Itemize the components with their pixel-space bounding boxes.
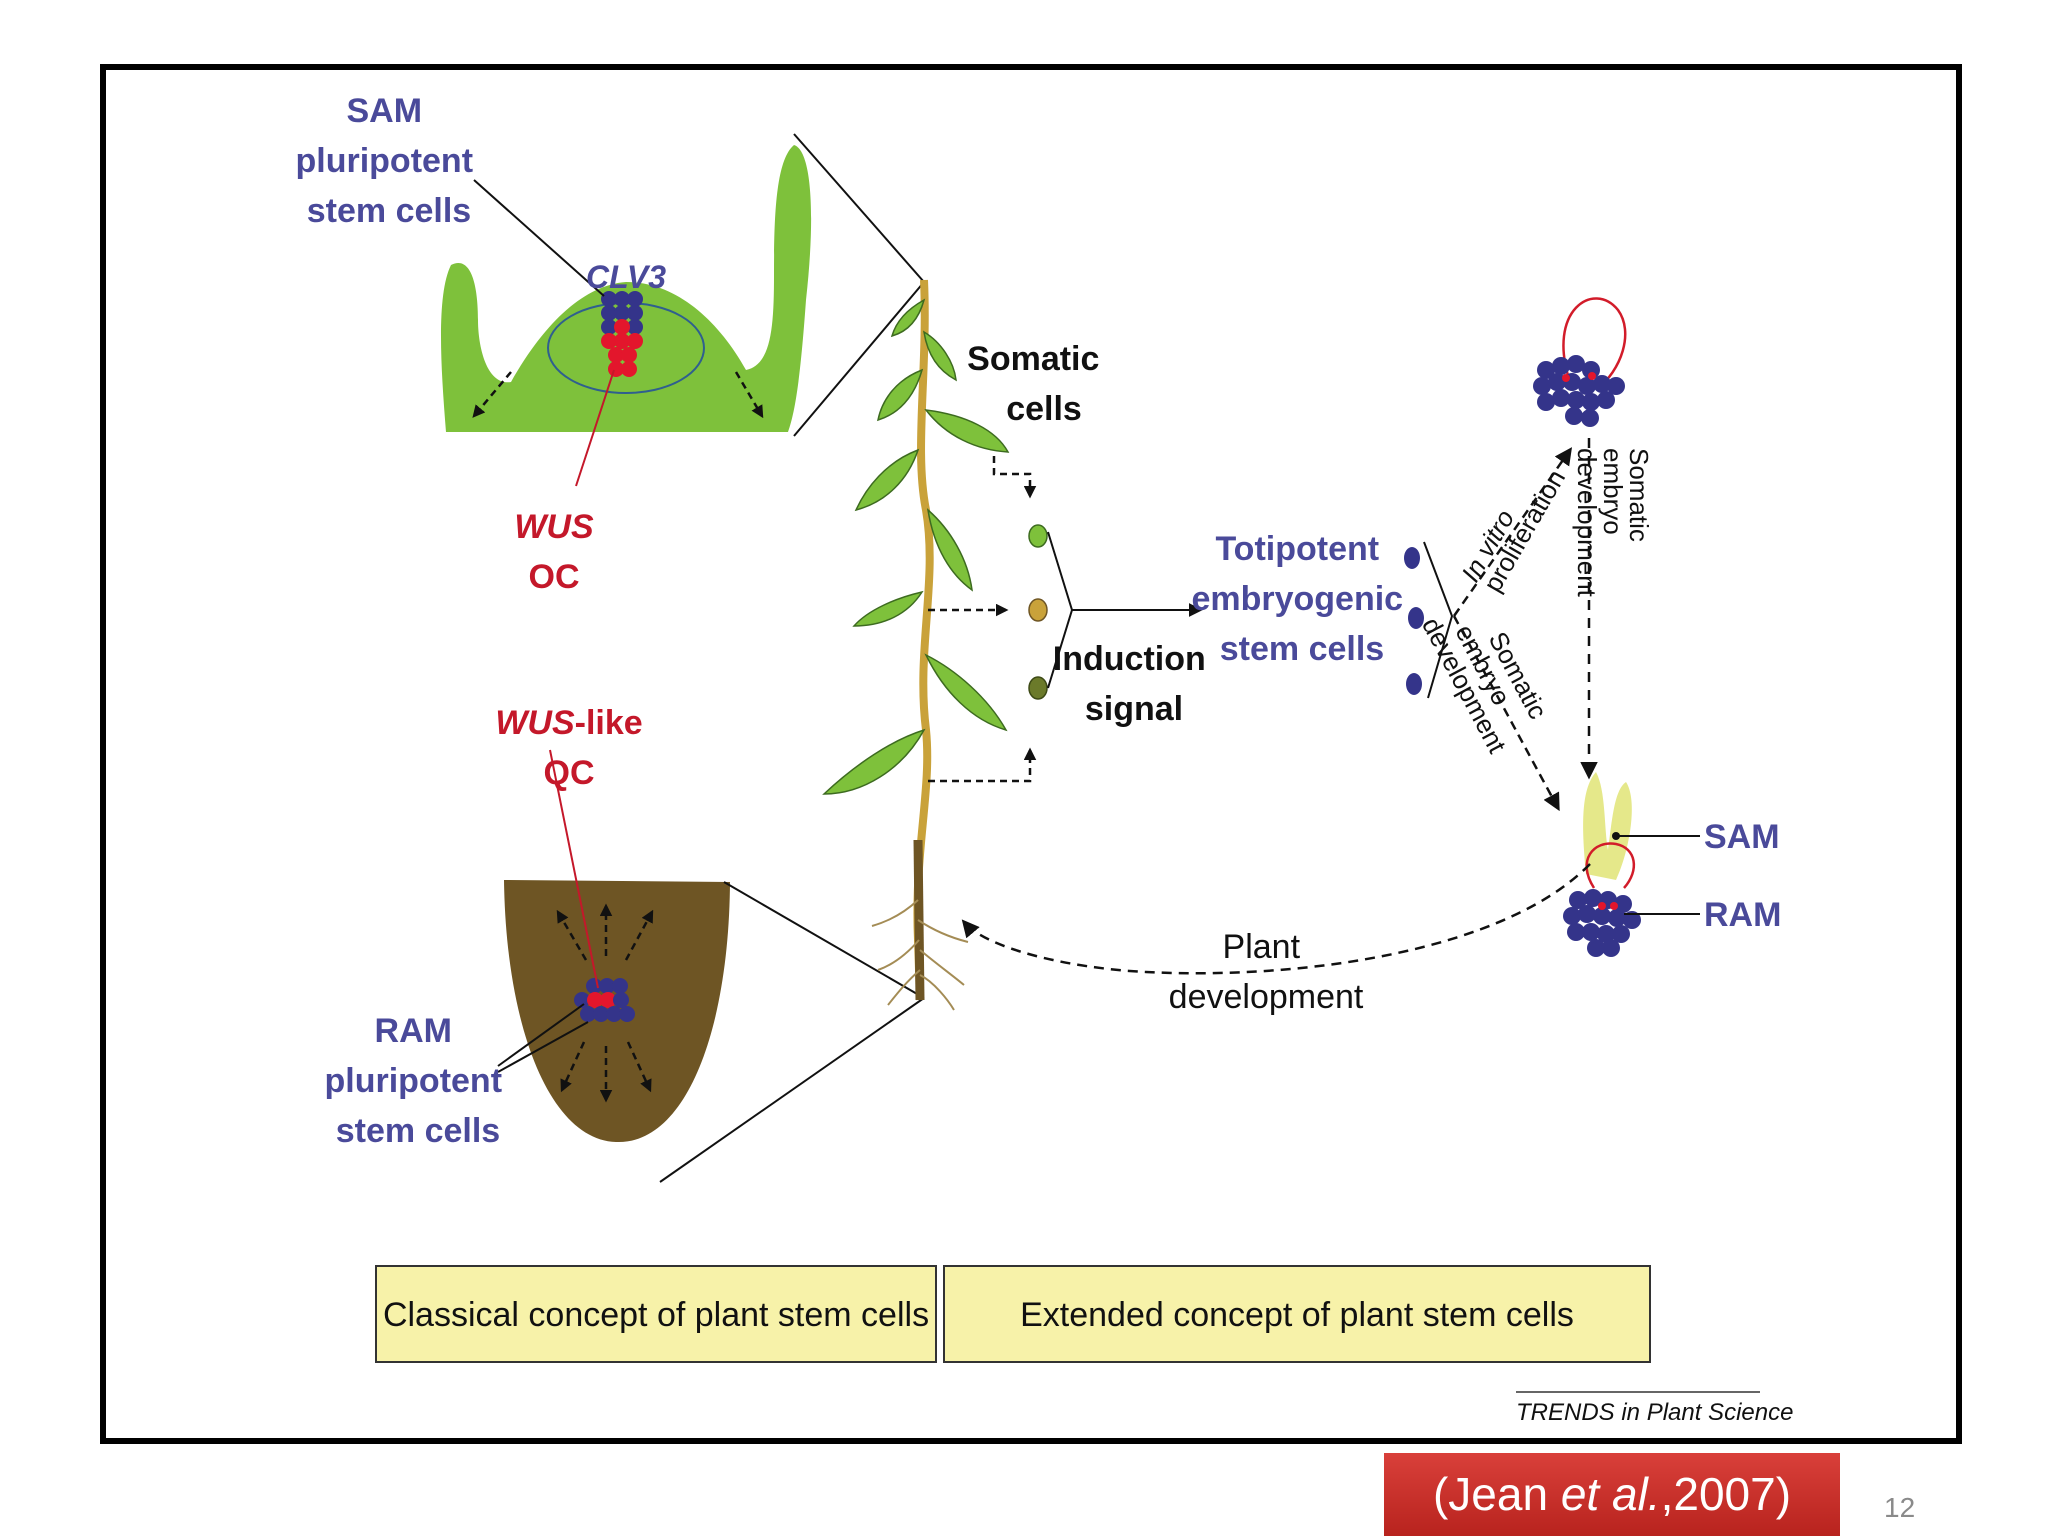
classical-concept-box xyxy=(375,1265,937,1363)
sam-label-line2: pluripotent xyxy=(296,142,474,180)
ram-right-label: RAM xyxy=(1704,896,1781,934)
sam-label-line3: stem cells xyxy=(307,192,471,230)
vert-line3: development xyxy=(1572,448,1602,598)
seedling-root-cluster xyxy=(1563,889,1641,957)
sam-label-line1: SAM xyxy=(346,92,422,130)
totipotent-label: Totipotent embryogenic stem cells xyxy=(1191,530,1412,668)
journal-label: TRENDS in Plant Science xyxy=(1516,1399,1793,1426)
somatic-embryo-diagonal-label: Somatic embryo development xyxy=(1416,588,1559,759)
sam-label-leader xyxy=(473,179,605,297)
totipotent-line3: stem cells xyxy=(1220,630,1384,668)
induction-arrow xyxy=(1047,531,1200,689)
ram-label-line2: pluripotent xyxy=(325,1062,503,1100)
somatic-cells-line1: Somatic xyxy=(967,340,1099,378)
ram-label-leader-1 xyxy=(497,1003,585,1067)
sam-stem-cells-label: SAM pluripotent stem cells xyxy=(296,92,483,230)
somatic-arrow-top xyxy=(992,456,1037,499)
in-vitro-proliferation-arrow xyxy=(1452,447,1573,617)
vert-line2: embryo xyxy=(1598,448,1628,535)
citation-etal: et al. xyxy=(1560,1468,1661,1520)
ram-label-line1: RAM xyxy=(375,1012,452,1050)
ram-cell-cluster xyxy=(574,978,635,1022)
somatic-embryo-diagonal-arrow xyxy=(1452,615,1560,812)
zoom-line-sam-bottom xyxy=(793,281,925,437)
somatic-cell-olive xyxy=(1028,676,1048,700)
plant-dev-line2: development xyxy=(1169,978,1364,1016)
somatic-cells-line2: cells xyxy=(1006,390,1082,428)
totipotent-line2: embryogenic xyxy=(1191,580,1403,618)
seedling-shape xyxy=(1583,772,1632,880)
vert-line1: Somatic xyxy=(1624,448,1654,542)
citation-close: ,2007) xyxy=(1660,1468,1792,1520)
classical-concept-label: Classical concept of plant stem cells xyxy=(383,1296,929,1334)
page-number: 12 xyxy=(1884,1492,1916,1523)
wus-like-suffix: -like xyxy=(575,704,643,742)
plant-illustration xyxy=(822,279,1010,1011)
plant-development-label: Plant development xyxy=(1169,928,1364,1016)
stem-cell-diagram: SAM pluripotent stem cells CLV3 WUS OC W… xyxy=(296,92,1794,1426)
zoom-line-ram-top xyxy=(723,881,925,999)
citation-open: (Jean xyxy=(1432,1468,1561,1520)
plant-dev-line1: Plant xyxy=(1223,928,1301,966)
wus-like-label: WUS-like xyxy=(495,704,642,742)
citation-badge: (Jean et al.,2007) xyxy=(1384,1453,1840,1536)
induction-line1: Induction xyxy=(1053,640,1206,678)
embryo-top-loop xyxy=(1562,297,1627,391)
wus-leader xyxy=(575,369,615,487)
clv3-label: CLV3 xyxy=(586,259,666,295)
ram-label-line3: stem cells xyxy=(336,1112,500,1150)
totipotent-cell-3 xyxy=(1406,673,1422,695)
qc-label: QC xyxy=(544,754,595,792)
plant-development-arrow xyxy=(961,863,1591,975)
wus-like-leader xyxy=(549,749,599,989)
ram-label-leader-2 xyxy=(497,1021,589,1073)
zoom-line-sam-top xyxy=(793,133,925,283)
sam-right-label: SAM xyxy=(1704,818,1780,856)
wus-like-italic: WUS xyxy=(495,704,575,742)
induction-line2: signal xyxy=(1085,690,1183,728)
totipotent-cell-1 xyxy=(1404,547,1420,569)
totipotent-line1: Totipotent xyxy=(1215,530,1379,568)
extended-concept-box xyxy=(943,1265,1651,1363)
sam-cell-cluster xyxy=(601,291,643,377)
somatic-cells-label: Somatic cells xyxy=(967,340,1109,428)
somatic-arrow-bottom xyxy=(928,747,1037,783)
extended-concept-label: Extended concept of plant stem cells xyxy=(1020,1296,1574,1334)
embryo-top-cluster xyxy=(1533,355,1625,427)
somatic-embryo-vertical-label: Somatic embryo development xyxy=(1572,448,1654,598)
wus-label: WUS xyxy=(514,508,594,546)
oc-label: OC xyxy=(529,558,580,596)
somatic-cell-green xyxy=(1028,524,1048,548)
induction-signal-label: Induction signal xyxy=(1053,640,1215,728)
somatic-cell-yellow xyxy=(1028,598,1048,622)
totipotent-bracket xyxy=(1423,541,1454,699)
slide-frame: SAM pluripotent stem cells CLV3 WUS OC W… xyxy=(100,64,1962,1444)
totipotent-cell-2 xyxy=(1408,607,1424,629)
zoom-line-ram-bottom xyxy=(659,997,925,1183)
ram-stem-cells-label: RAM pluripotent stem cells xyxy=(325,1012,512,1150)
